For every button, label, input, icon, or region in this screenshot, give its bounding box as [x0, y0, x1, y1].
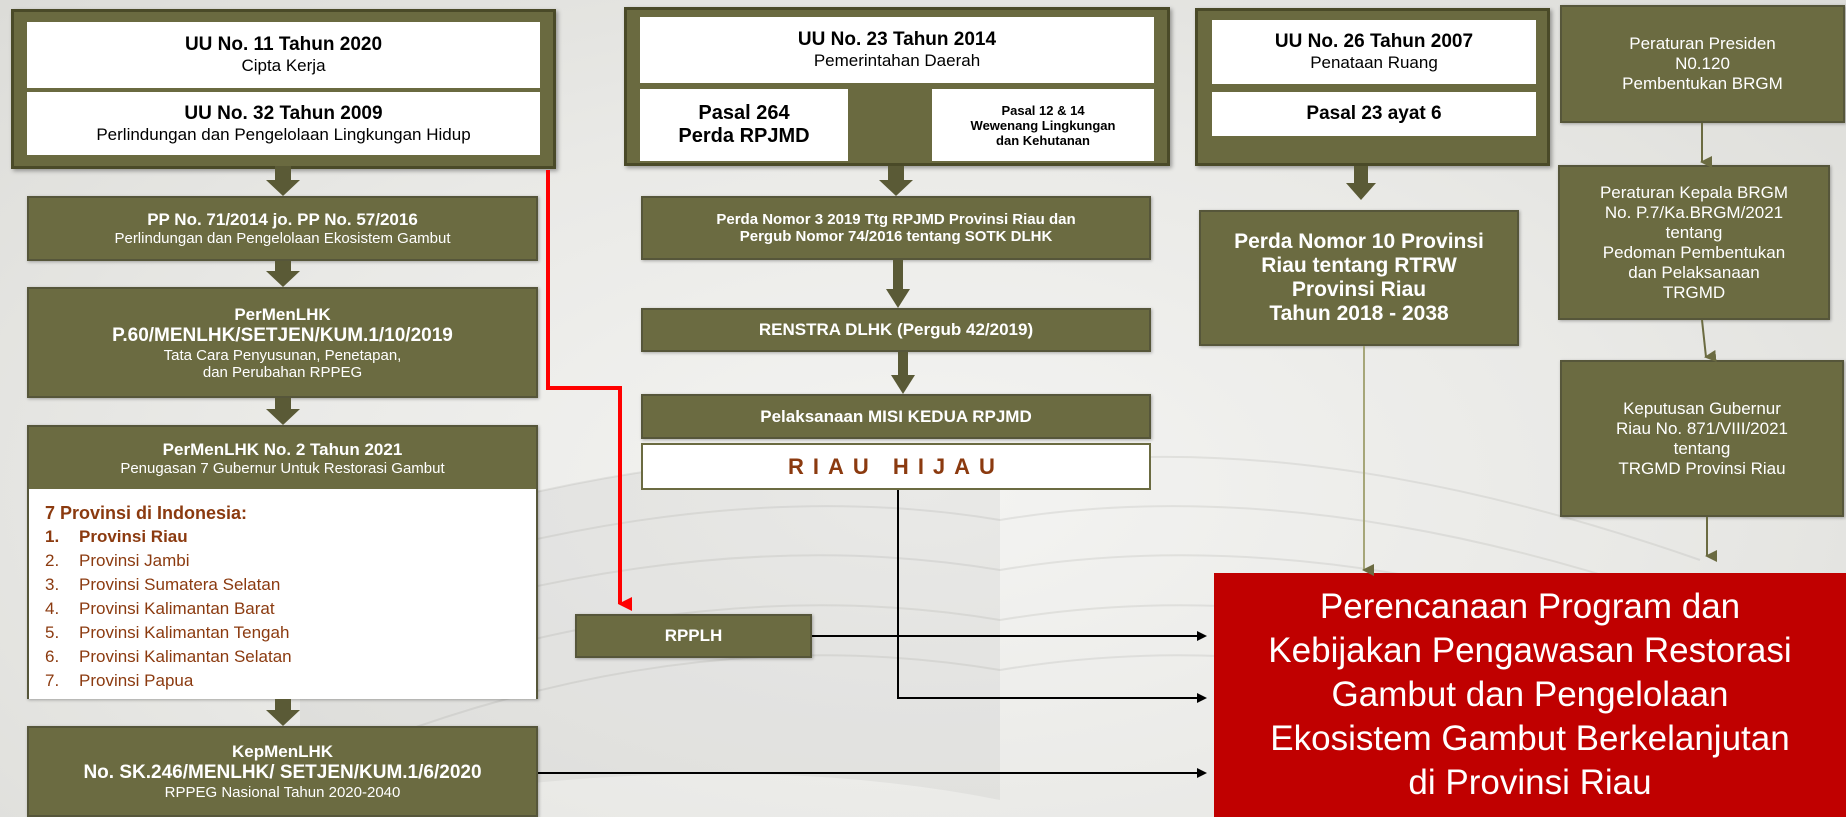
rpplh-label: RPPLH: [664, 626, 723, 645]
misi-label: Pelaksanaan MISI KEDUA RPJMD: [760, 406, 1032, 426]
pasal12-line1: Pasal 12 & 14: [1001, 102, 1085, 118]
uu26-box: UU No. 26 Tahun 2007 Penataan Ruang: [1212, 20, 1536, 84]
block-arrow-permen60-to-permen2: [266, 398, 300, 425]
pasal23-box: Pasal 23 ayat 6: [1212, 92, 1536, 136]
provinces-panel: 7 Provinsi di Indonesia: 1.Provinsi Riau…: [29, 489, 536, 699]
perda10-line3: Provinsi Riau: [1291, 278, 1427, 301]
province-item: 6.Provinsi Kalimantan Selatan: [45, 647, 292, 666]
perka-line6: TRGMD: [1662, 282, 1726, 302]
perpres-box: Peraturan Presiden N0.120 Pembentukan BR…: [1560, 5, 1845, 123]
block-arrow-pp71-to-permen60: [266, 261, 300, 287]
kepmen-box: KepMenLHK No. SK.246/MENLHK/ SETJEN/KUM.…: [27, 726, 538, 817]
riau-hijau-label: RIAU HIJAU: [788, 453, 1004, 479]
pasal12-line2: Wewenang Lingkungan: [970, 117, 1116, 133]
kepgub-line1: Keputusan Gubernur: [1623, 398, 1781, 418]
result-line1: Perencanaan Program dan: [1319, 587, 1741, 626]
provinces-list: 1.Provinsi Riau 2.Provinsi Jambi 3.Provi…: [45, 525, 536, 693]
permen2-box: PerMenLHK No. 2 Tahun 2021 Penugasan 7 G…: [27, 425, 538, 699]
pasal23-label: Pasal 23 ayat 6: [1306, 103, 1442, 124]
perpres-line3: Pembentukan BRGM: [1622, 74, 1783, 93]
renstra-label: RENSTRA DLHK (Pergub 42/2019): [758, 320, 1034, 339]
renstra-box: RENSTRA DLHK (Pergub 42/2019): [641, 308, 1151, 352]
pasal12-box: Pasal 12 & 14 Wewenang Lingkungan dan Ke…: [932, 89, 1154, 161]
misi-box: Pelaksanaan MISI KEDUA RPJMD: [641, 394, 1151, 439]
uu11-box: UU No. 11 Tahun 2020 Cipta Kerja: [27, 22, 540, 88]
kepgub-box: Keputusan Gubernur Riau No. 871/VIII/202…: [1560, 360, 1844, 517]
kepgub-line2: Riau No. 871/VIII/2021: [1615, 418, 1788, 438]
kepmen-line3: RPPEG Nasional Tahun 2020-2040: [164, 784, 401, 801]
kepgub-line3: tentang: [1673, 438, 1731, 458]
block-arrow-uu-to-pp71: [266, 166, 300, 196]
permen60-line3: Tata Cara Penyusunan, Penetapan,: [163, 346, 402, 364]
perda10-line2: Riau tentang RTRW: [1261, 254, 1457, 277]
province-item: 7.Provinsi Papua: [45, 671, 194, 690]
kepmen-line1: KepMenLHK: [231, 742, 334, 761]
result-line3: Gambut dan Pengelolaan: [1331, 675, 1729, 714]
permen60-line1: PerMenLHK: [234, 304, 331, 324]
permen60-line4: dan Perubahan RPPEG: [202, 363, 363, 381]
uu23-box: UU No. 23 Tahun 2014 Pemerintahan Daerah: [640, 17, 1154, 83]
province-item: 2.Provinsi Jambi: [45, 551, 190, 570]
perka-line3: tentang: [1665, 222, 1723, 242]
pp71-subtitle: Perlindungan dan Pengelolaan Ekosistem G…: [114, 230, 451, 247]
permen2-title: PerMenLHK No. 2 Tahun 2021: [162, 439, 403, 459]
rpplh-box: RPPLH: [575, 614, 812, 658]
pasal264-line1: Pasal 264: [698, 102, 790, 124]
permen2-subtitle: Penugasan 7 Gubernur Untuk Restorasi Gam…: [120, 459, 445, 477]
kepgub-line4: TRGMD Provinsi Riau: [1618, 458, 1786, 478]
permen60-line2: P.60/MENLHK/SETJEN/KUM.1/10/2019: [112, 324, 453, 346]
block-arrow-renstra-to-misi: [891, 352, 915, 394]
province-item: 3.Provinsi Sumatera Selatan: [45, 575, 281, 594]
pp71-title: PP No. 71/2014 jo. PP No. 57/2016: [147, 210, 418, 229]
result-line4: Ekosistem Gambut Berkelanjutan: [1270, 719, 1790, 758]
pasal264-line2: Perda RPJMD: [678, 125, 810, 147]
uu11-subtitle: Cipta Kerja: [241, 56, 326, 75]
result-line2: Kebijakan Pengawasan Restorasi: [1268, 631, 1792, 670]
province-item: 5.Provinsi Kalimantan Tengah: [45, 623, 290, 642]
perda10-box: Perda Nomor 10 Provinsi Riau tentang RTR…: [1199, 210, 1519, 346]
kepmen-line2: No. SK.246/MENLHK/ SETJEN/KUM.1/6/2020: [83, 762, 482, 783]
province-item: 1.Provinsi Riau: [45, 527, 188, 546]
perka-line4: Pedoman Pembentukan: [1602, 242, 1786, 262]
uu32-box: UU No. 32 Tahun 2009 Perlindungan dan Pe…: [27, 92, 540, 155]
perda3-box: Perda Nomor 3 2019 Ttg RPJMD Provinsi Ri…: [641, 196, 1151, 260]
province-item: 4.Provinsi Kalimantan Barat: [45, 599, 275, 618]
perka-line2: No. P.7/Ka.BRGM/2021: [1604, 202, 1784, 222]
perda3-line1: Perda Nomor 3 2019 Ttg RPJMD Provinsi Ri…: [716, 211, 1076, 228]
pasal264-box: Pasal 264 Perda RPJMD: [640, 89, 848, 161]
block-arrow-uu23-to-perda3: [879, 166, 913, 196]
pp71-box: PP No. 71/2014 jo. PP No. 57/2016 Perlin…: [27, 196, 538, 261]
perka-line5: dan Pelaksanaan: [1628, 262, 1760, 282]
pasal12-line3: dan Kehutanan: [996, 132, 1090, 148]
uu32-title: UU No. 32 Tahun 2009: [184, 102, 383, 124]
uu11-title: UU No. 11 Tahun 2020: [184, 34, 383, 55]
result-line5: di Provinsi Riau: [1408, 763, 1652, 802]
perda3-line2: Pergub Nomor 74/2016 tentang SOTK DLHK: [739, 228, 1053, 245]
perpres-line2: N0.120: [1675, 54, 1730, 73]
block-arrow-permen2-to-kepmen: [266, 699, 300, 726]
uu23-title: UU No. 23 Tahun 2014: [797, 29, 997, 50]
perka-box: Peraturan Kepala BRGM No. P.7/Ka.BRGM/20…: [1558, 165, 1830, 320]
block-arrow-perda3-to-renstra: [886, 260, 910, 308]
uu32-subtitle: Perlindungan dan Pengelolaan Lingkungan …: [96, 124, 471, 144]
perda10-line1: Perda Nomor 10 Provinsi: [1234, 230, 1484, 253]
arrow-perka-to-kepgub: [1701, 319, 1717, 362]
uu26-title: UU No. 26 Tahun 2007: [1274, 31, 1474, 52]
permen60-box: PerMenLHK P.60/MENLHK/SETJEN/KUM.1/10/20…: [27, 287, 538, 398]
result-box: Perencanaan Program dan Kebijakan Pengaw…: [1214, 573, 1846, 817]
perda10-line4: Tahun 2018 - 2038: [1269, 302, 1449, 325]
uu26-subtitle: Penataan Ruang: [1310, 53, 1438, 72]
arrow-riau-hijau-to-result: [897, 490, 1207, 703]
perka-line1: Peraturan Kepala BRGM: [1599, 182, 1789, 202]
block-arrow-uu26-to-perda10: [1346, 166, 1376, 200]
provinces-heading: 7 Provinsi di Indonesia:: [45, 503, 248, 523]
riau-hijau-box: RIAU HIJAU: [641, 443, 1151, 490]
perpres-line1: Peraturan Presiden: [1629, 34, 1776, 53]
uu23-subtitle: Pemerintahan Daerah: [813, 51, 981, 70]
red-connector-uu32-to-rpplh: [546, 170, 632, 611]
